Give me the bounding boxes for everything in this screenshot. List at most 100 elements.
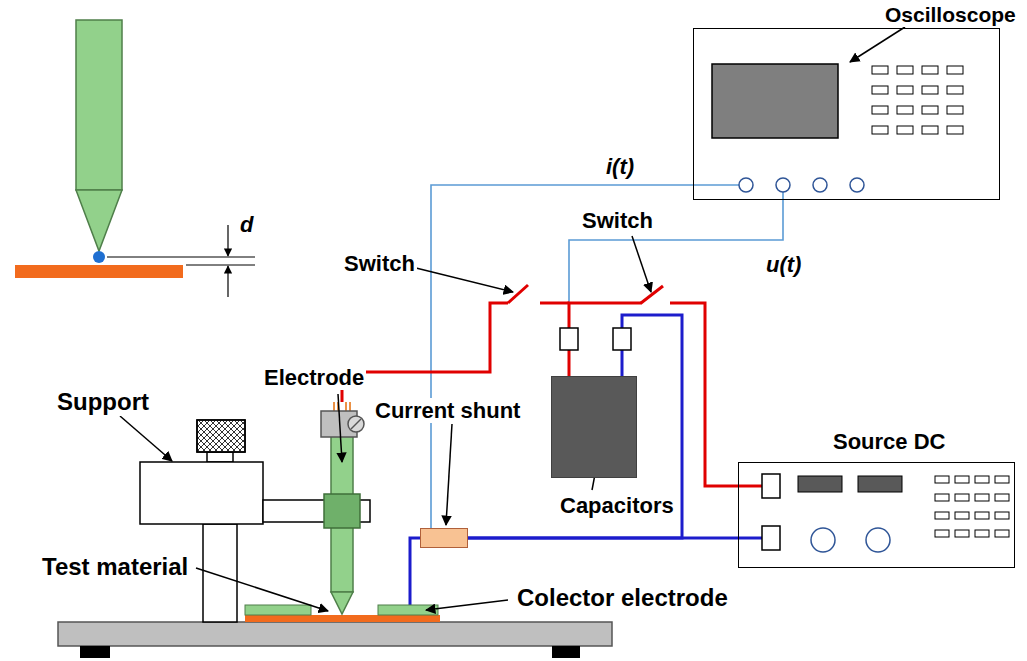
- support-screw: [207, 452, 233, 462]
- leader-arrow: [196, 568, 328, 611]
- input-jack: [739, 178, 753, 192]
- part-label: Colector electrode: [515, 584, 730, 612]
- button: [935, 512, 949, 519]
- wire: [431, 185, 693, 528]
- button: [995, 512, 1009, 519]
- oscilloscope-screen: [712, 64, 838, 138]
- source-terminal: [762, 526, 780, 550]
- oscilloscope-box: Oscilloscope: [693, 28, 1000, 200]
- button: [935, 530, 949, 537]
- dimension-label: d: [238, 212, 255, 237]
- base-plate: [58, 622, 612, 646]
- leader-arrow: [426, 600, 508, 610]
- input-jack: [850, 178, 864, 192]
- source-display: [798, 476, 842, 492]
- leader-arrow: [850, 27, 905, 62]
- button: [935, 476, 949, 483]
- base-foot: [552, 646, 580, 658]
- electrode-pad: [245, 605, 311, 615]
- dimension-arrow: [227, 225, 228, 256]
- signal-label: i(t): [604, 154, 636, 179]
- button: [947, 66, 963, 74]
- button: [872, 106, 888, 114]
- source-display: [858, 476, 902, 492]
- button: [897, 106, 913, 114]
- support-post: [203, 524, 237, 622]
- button: [995, 494, 1009, 501]
- node-label: Oscilloscope: [883, 3, 1018, 27]
- button: [955, 530, 969, 537]
- wire: [468, 315, 682, 538]
- dimension-arrow: [227, 266, 228, 297]
- part-label: Test material: [40, 553, 190, 581]
- input-jack: [813, 178, 827, 192]
- dimension-line: [186, 265, 255, 266]
- clamp-lead: [349, 402, 351, 411]
- button: [897, 66, 913, 74]
- switch-blade: [641, 286, 663, 303]
- leader-arrow: [446, 424, 452, 525]
- electrode-holder: [324, 494, 360, 528]
- button: [897, 126, 913, 134]
- button: [922, 106, 938, 114]
- red-wire: [738, 485, 762, 488]
- inset-electrode-tip: [76, 190, 122, 251]
- node-label: Source DC: [831, 429, 947, 454]
- leader-arrow: [416, 268, 513, 292]
- button: [872, 66, 888, 74]
- red-wire: [342, 303, 508, 402]
- test-material-strip: [245, 615, 440, 622]
- button: [955, 512, 969, 519]
- switch-blade: [508, 285, 528, 303]
- button: [947, 86, 963, 94]
- button: [975, 530, 989, 537]
- button: [975, 512, 989, 519]
- inset-electrode-rod: [76, 20, 122, 190]
- blue-wire: [738, 537, 762, 540]
- input-jack: [776, 178, 790, 192]
- button: [995, 476, 1009, 483]
- part-label: Electrode: [262, 365, 366, 390]
- inset-test-material: [15, 265, 183, 278]
- capacitor-terminal: [560, 328, 578, 350]
- leader-arrow: [120, 416, 172, 461]
- base-foot: [80, 646, 110, 658]
- button: [975, 476, 989, 483]
- screw-slot: [351, 419, 361, 429]
- node-label: Capacitors: [558, 493, 676, 518]
- probe-wire: [693, 184, 739, 186]
- button: [975, 494, 989, 501]
- support-knob-hatch: [197, 420, 245, 452]
- button: [922, 126, 938, 134]
- clamp-lead: [345, 402, 347, 411]
- button: [947, 106, 963, 114]
- support-block: [140, 462, 263, 524]
- leader-arrow: [632, 236, 651, 292]
- button: [955, 476, 969, 483]
- capacitor-bank: Capacitors: [551, 376, 637, 478]
- switch-label: Switch: [580, 208, 655, 233]
- current-shunt: Current shunt: [420, 528, 468, 548]
- source-knob: [811, 528, 835, 552]
- button: [872, 126, 888, 134]
- node-label: Current shunt: [373, 398, 522, 423]
- wire: [569, 200, 783, 376]
- button: [935, 494, 949, 501]
- capacitor-terminal: [613, 328, 631, 350]
- support-knob: [197, 420, 245, 452]
- button: [922, 86, 938, 94]
- dc-source-box: Source DC: [738, 462, 1015, 568]
- button: [872, 86, 888, 94]
- switch-label: Switch: [342, 251, 417, 276]
- button: [995, 530, 1009, 537]
- source-knob: [866, 528, 890, 552]
- clamp-screw: [348, 416, 364, 432]
- red-wire: [540, 302, 569, 305]
- electrode-tip: [331, 592, 353, 614]
- blue-wire: [410, 538, 420, 605]
- oscilloscope-buttons: [872, 66, 963, 134]
- leader-arrow: [338, 394, 342, 462]
- signal-label: u(t): [764, 252, 803, 277]
